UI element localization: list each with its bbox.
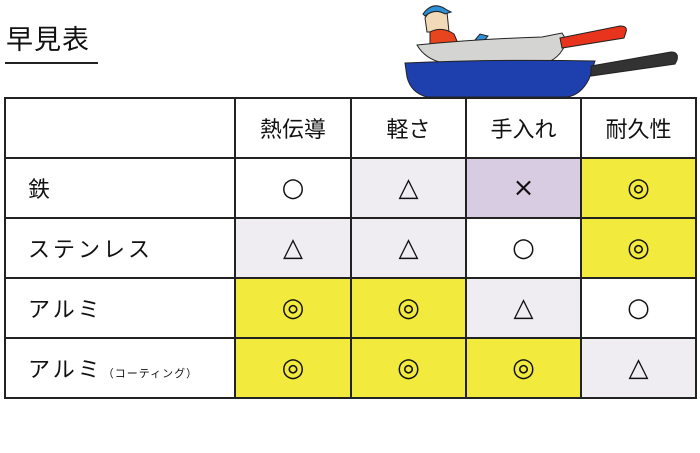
black-handle [590, 51, 678, 77]
table-row: アルミ（コーティング） ◎ ◎ ◎ △ [4, 337, 697, 399]
row-label: アルミ [4, 277, 236, 339]
rating-cell: △ [465, 277, 582, 339]
rating-cell: ◎ [234, 277, 352, 339]
rating-cell: ○ [234, 157, 352, 219]
rating-cell: ◎ [350, 337, 467, 399]
rating-cell: ◎ [350, 277, 467, 339]
table-row: 鉄 ○ △ × ◎ [4, 157, 697, 219]
rating-cell: ○ [465, 217, 582, 279]
rating-cell: ◎ [580, 217, 697, 279]
rating-cell: ◎ [580, 157, 697, 219]
title-underline [5, 62, 98, 64]
row-label: ステンレス [4, 217, 236, 279]
frying-pans-illustration [404, 5, 678, 98]
rating-cell: ○ [580, 277, 697, 339]
header-maintenance: 手入れ [465, 97, 582, 159]
row-label-text: 鉄 [28, 178, 54, 203]
rating-cell: △ [234, 217, 352, 279]
comparison-table: 熱伝導 軽さ 手入れ 耐久性 鉄 ○ △ × ◎ ステンレス △ △ ○ ◎ ア… [4, 97, 697, 399]
rating-cell: △ [350, 217, 467, 279]
rating-cell: ◎ [465, 337, 582, 399]
blue-pan [404, 59, 596, 98]
rating-cell: △ [350, 157, 467, 219]
row-label-text: ステンレス [28, 238, 154, 263]
row-label: 鉄 [4, 157, 236, 219]
row-label-note: （コーティング） [102, 367, 199, 380]
corner-cell [4, 97, 236, 159]
red-handle [559, 25, 627, 49]
row-label: アルミ（コーティング） [4, 337, 236, 399]
table-row: アルミ ◎ ◎ △ ○ [4, 277, 697, 339]
row-label-text: アルミ [28, 358, 103, 383]
header-row: 熱伝導 軽さ 手入れ 耐久性 [4, 97, 697, 159]
table-row: ステンレス △ △ ○ ◎ [4, 217, 697, 279]
row-label-text: アルミ [28, 298, 103, 323]
header-heat-conduction: 熱伝導 [234, 97, 352, 159]
page-title: 早見表 [6, 25, 90, 56]
rating-cell: ◎ [234, 337, 352, 399]
header-durability: 耐久性 [580, 97, 697, 159]
rating-cell: △ [580, 337, 697, 399]
rating-cell: × [465, 157, 582, 219]
header-lightness: 軽さ [350, 97, 467, 159]
